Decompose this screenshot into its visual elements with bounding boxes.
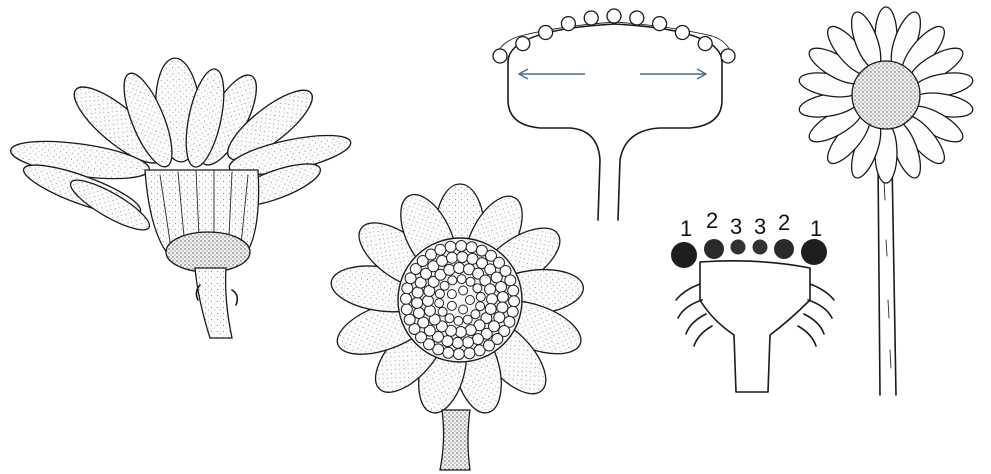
maturation-label-3: 3 [730, 214, 742, 239]
maturation-label-5: 2 [778, 210, 790, 235]
floret-maturation-order: 1 2 3 3 2 1 [671, 208, 834, 392]
flower-head-side-view [8, 57, 353, 338]
maturation-label-6: 1 [810, 216, 822, 241]
flower-head-top-view [328, 184, 588, 470]
growth-arrows [519, 69, 706, 79]
disc-florets [398, 238, 522, 362]
maturation-label-1: 1 [680, 216, 692, 241]
maturation-labels: 1 2 3 3 2 1 [680, 208, 822, 241]
flower-on-stem [797, 7, 974, 395]
maturation-label-2: 2 [706, 208, 718, 233]
maturation-label-4: 3 [754, 214, 766, 239]
receptacle-section [493, 9, 735, 220]
maturation-florets [671, 239, 827, 268]
receptacle-florets [493, 9, 735, 63]
